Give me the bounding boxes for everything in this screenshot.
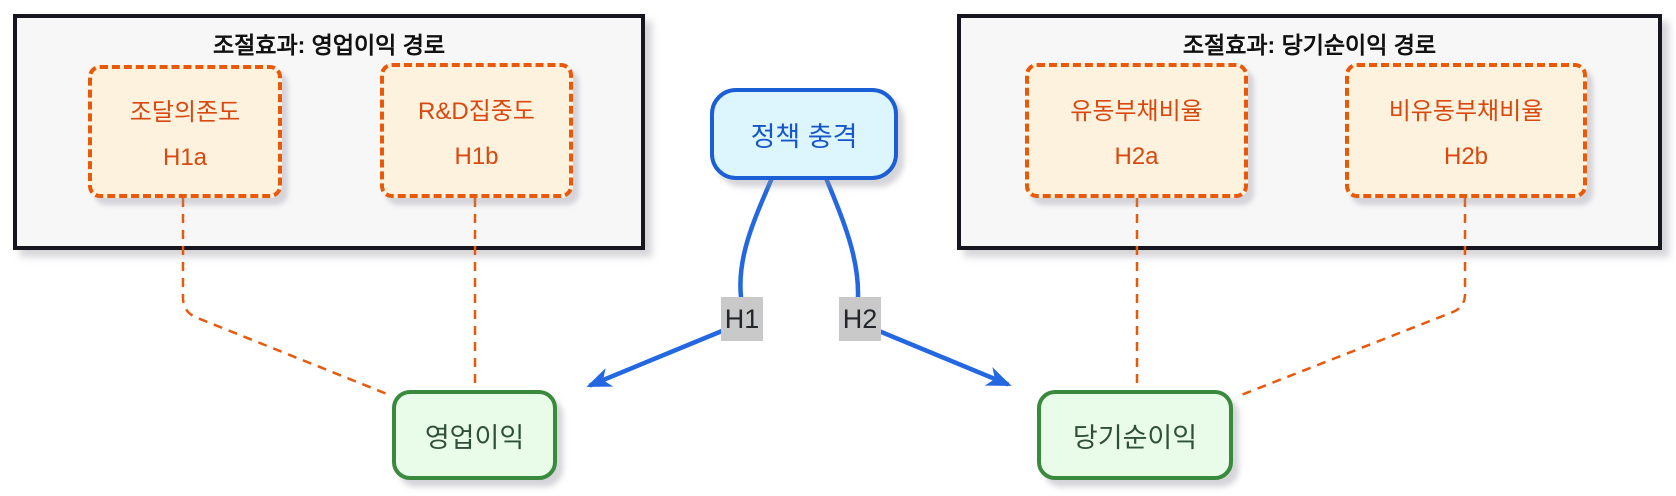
panel-title-operating-profit: 조절효과: 영업이익 경로 — [212, 32, 446, 58]
moderator-box-h2a: 유동부채비율 H2a — [1025, 63, 1248, 198]
edge-label-text: H1 — [724, 303, 760, 334]
moderator-label: 조달의존도 — [129, 98, 241, 126]
moderator-label: R&D집중도 — [418, 97, 535, 125]
moderator-label: 유동부채비율 — [1070, 97, 1203, 125]
edge-label-h1: H1 — [721, 297, 763, 341]
outcome-node-net-income: 당기순이익 — [1037, 390, 1233, 480]
edge-h1-arrow — [586, 328, 725, 388]
hypothesis-label: H2a — [1114, 142, 1159, 170]
hypothesis-label: H1a — [162, 143, 208, 171]
edge-h1-curve — [738, 175, 775, 300]
edge-label-text: H2 — [842, 303, 878, 334]
moderator-label: 비유동부채비율 — [1388, 97, 1544, 125]
policy-shock-label: 정책 충격 — [750, 121, 858, 152]
edge-h2-arrow — [876, 328, 1012, 387]
policy-shock-node: 정책 충격 — [710, 88, 898, 180]
outcome-label: 영업이익 — [424, 422, 525, 453]
hypothesis-label: H2b — [1443, 142, 1489, 170]
outcome-node-operating-profit: 영업이익 — [392, 390, 557, 480]
edge-label-h2: H2 — [839, 297, 881, 341]
outcome-label: 당기순이익 — [1072, 422, 1198, 453]
moderator-box-h1a: 조달의존도 H1a — [88, 65, 282, 198]
moderator-box-h2b: 비유동부채비율 H2b — [1345, 63, 1587, 198]
edge-h2-curve — [823, 175, 861, 300]
moderator-box-h1b: R&D집중도 H1b — [380, 63, 573, 198]
hypothesis-label: H1b — [454, 142, 499, 170]
panel-title-net-income: 조절효과: 당기순이익 경로 — [1182, 32, 1437, 58]
